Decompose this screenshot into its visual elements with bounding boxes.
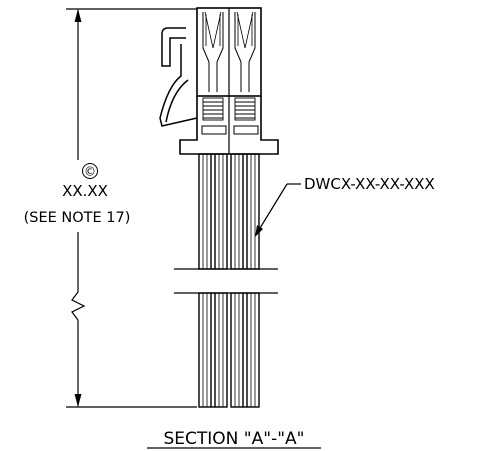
controlled-dimension-symbol-circle: [82, 163, 98, 179]
dimension-note: (SEE NOTE 17): [24, 210, 131, 226]
dimension-value: XX.XX: [62, 182, 108, 200]
controlled-dimension-symbol: ©: [84, 165, 96, 179]
break-lines: [174, 268, 278, 294]
dimension-arrow-top: [74, 9, 82, 22]
dimension-extension-lines: [66, 8, 197, 408]
dimension-line: [71, 10, 86, 406]
latch: [159, 27, 198, 127]
cable-wires-upper: [198, 153, 260, 270]
cable-wires-lower: [198, 292, 260, 408]
section-title: SECTION "A"-"A": [164, 429, 305, 449]
connector-housing: [179, 7, 279, 155]
callout-arrow: [255, 225, 263, 237]
crimp-ferrules: [202, 97, 256, 121]
part-number-callout: DWCX-XX-XX-XXX: [304, 175, 435, 193]
dimension-arrow-bottom: [74, 394, 82, 407]
callout-leader: [256, 183, 301, 234]
